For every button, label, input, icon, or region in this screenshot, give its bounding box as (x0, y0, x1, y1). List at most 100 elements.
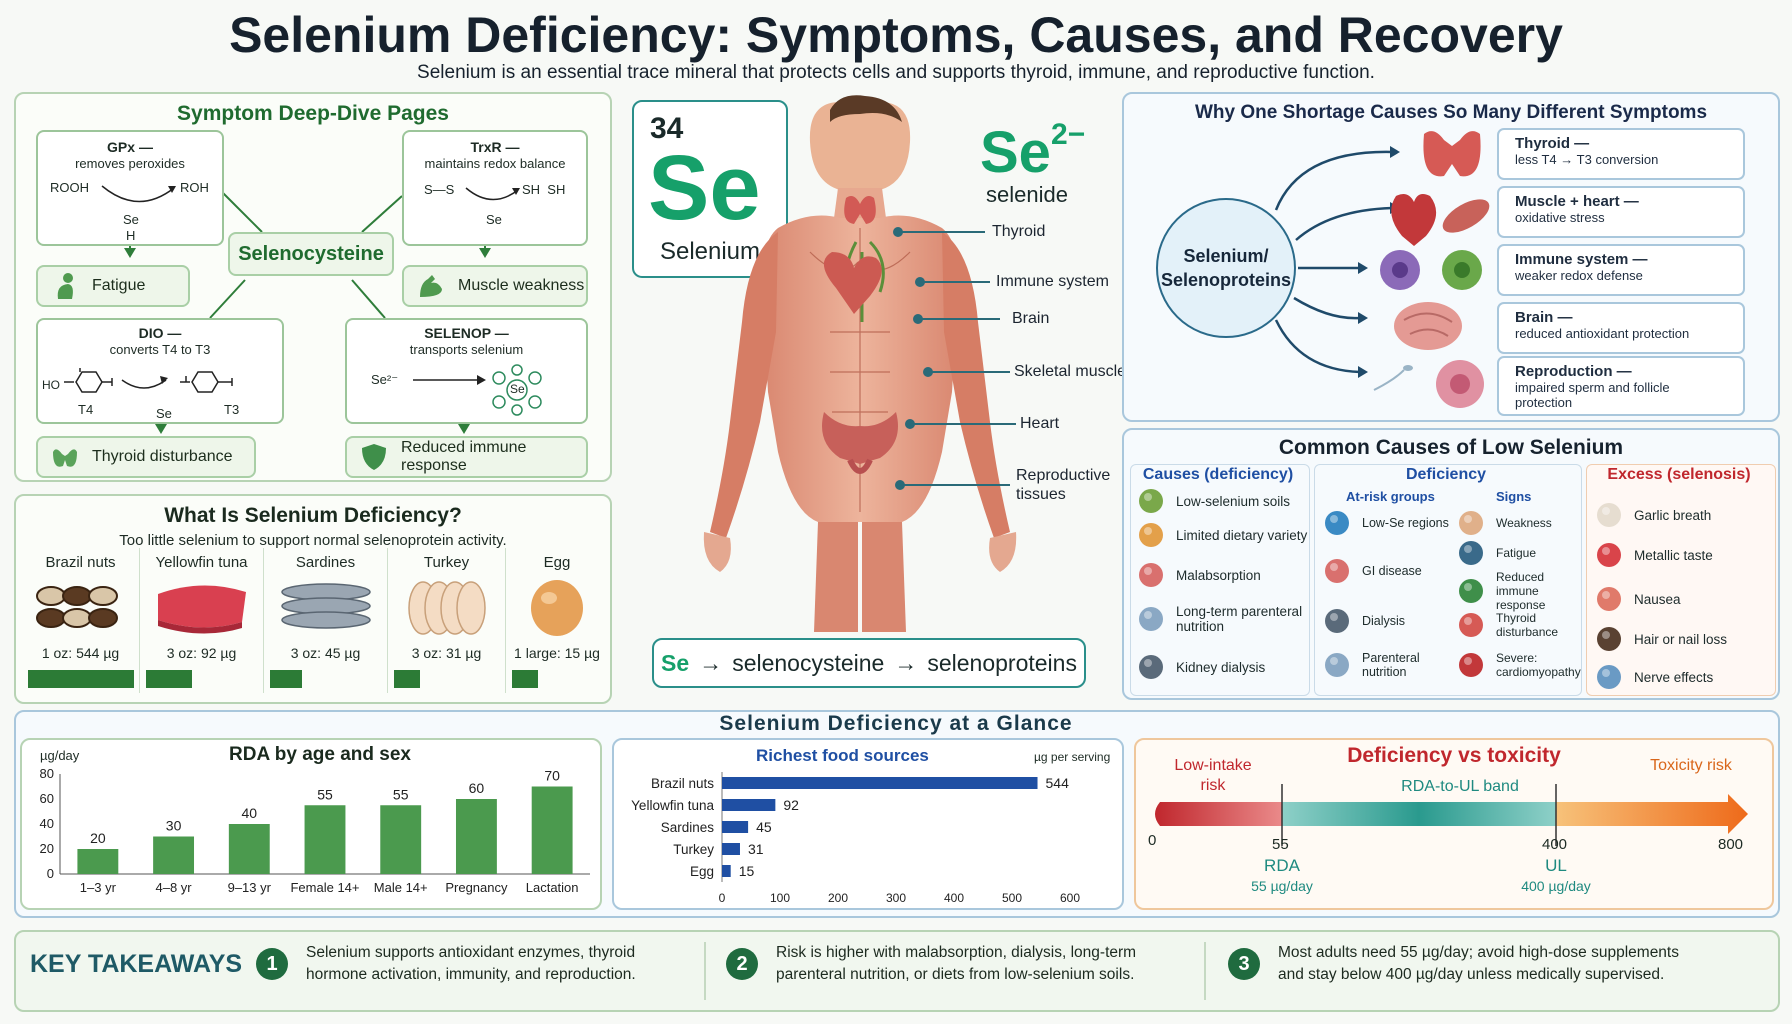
selenop-se: Se (510, 382, 525, 396)
rda-value-label: 60 (469, 780, 485, 796)
food-serving: 1 large: 15 µg (514, 645, 600, 661)
cause-row: Garlic breath (1594, 500, 1770, 530)
cause-row: Limited dietary variety (1136, 520, 1308, 550)
rda-category-label: 4–8 yr (156, 880, 193, 895)
food-value-label: 544 (1046, 775, 1070, 791)
rda-category-label: Pregnancy (445, 880, 508, 895)
why-item-title: Immune system — (1515, 251, 1648, 268)
element-symbol: Se (648, 137, 761, 239)
food-bar (512, 670, 538, 688)
arm-icon (1459, 511, 1483, 535)
cause-row: Thyroid disturbance (1456, 610, 1580, 640)
dialysis-icon (1139, 655, 1163, 679)
food-category-label: Egg (690, 864, 714, 879)
gpx-se: Se (123, 212, 139, 227)
tag-muscle-weakness[interactable]: Muscle weakness (402, 265, 588, 307)
atomic-number: 34 (650, 112, 684, 145)
takeaway-3: 3 Most adults need 55 µg/day; avoid high… (1228, 942, 1688, 986)
tag-reduced-immune[interactable]: Reduced immune response (345, 436, 588, 478)
selenocysteine-node[interactable]: Selenocysteine (228, 232, 394, 276)
food-x-tick: 100 (770, 891, 790, 905)
food-serving: 1 oz: 544 µg (41, 645, 120, 661)
food-x-tick: 200 (828, 891, 848, 905)
food-category-label: Yellowfin tuna (631, 798, 714, 813)
tag-thyroid-disturbance[interactable]: Thyroid disturbance (36, 436, 256, 478)
shield-icon (362, 444, 386, 470)
thyroid-icon (53, 449, 77, 467)
cause-row: Kidney dialysis (1136, 652, 1308, 682)
food-bar (394, 670, 420, 688)
why-hub: Selenium/ Selenoproteins (1156, 198, 1296, 338)
causes-col1 (1130, 464, 1310, 696)
body-label-thyroid: Thyroid (992, 223, 1046, 240)
page-subtitle: Selenium is an essential trace mineral t… (417, 62, 1375, 83)
what-is-title: What Is Selenium Deficiency? (164, 504, 462, 527)
ion-symbol-text: Se (980, 120, 1051, 185)
gpx-right: ROH (180, 180, 209, 195)
element-tile: 34 Se Selenium (632, 100, 788, 278)
cause-row: Metallic taste (1594, 540, 1770, 570)
causes-col2-sub-b: Signs (1496, 489, 1532, 504)
why-item-desc: less T4 → T3 conversion (1515, 152, 1659, 167)
selenop-ion: Se²⁻ (371, 372, 399, 387)
food-name: Sardines (295, 554, 356, 571)
nerve-icon (1597, 665, 1621, 689)
food-bar (28, 670, 134, 688)
cause-text: Low-selenium soils (1176, 493, 1291, 509)
trxr-se: Se (486, 212, 502, 227)
cause-row: Low-selenium soils (1136, 486, 1308, 516)
heart-icon (1459, 653, 1483, 677)
gpx-card[interactable]: GPx — removes peroxides ROOH ROH Se H (36, 130, 224, 246)
what-is-desc: Too little selenium to support normal se… (119, 532, 507, 549)
selenop-desc: transports selenium (409, 342, 524, 357)
tox-tick-55: 55 (1272, 836, 1289, 853)
garlic-icon (1597, 503, 1621, 527)
rda-y-tick: 60 (40, 791, 54, 806)
why-item-desc: oxidative stress (1515, 210, 1605, 225)
food-value-label: 45 (756, 819, 772, 835)
ion-symbol: Se2− (980, 118, 1085, 186)
ion-name: selenide (986, 182, 1068, 207)
tag-fatigue[interactable]: Fatigue (36, 265, 190, 307)
dio-card[interactable]: DIO — converts T4 to T3 HO T4 Se T3 (36, 318, 284, 424)
trxr-left: S—S (424, 182, 455, 197)
rda-y-tick: 20 (40, 841, 54, 856)
food-category-label: Brazil nuts (651, 776, 714, 791)
takeaway-2-number: 2 (726, 948, 758, 980)
takeaway-3-number: 3 (1228, 948, 1260, 980)
dio-molecule-icon (64, 368, 233, 393)
takeaways-title: KEY TAKEAWAYS (30, 950, 243, 978)
cause-row: Nerve effects (1594, 662, 1770, 692)
dio-desc: converts T4 to T3 (109, 342, 211, 357)
rda-value-label: 30 (166, 818, 182, 834)
trxr-card[interactable]: TrxR — maintains redox balance S—S SH SH… (402, 130, 588, 246)
food-x-tick: 300 (886, 891, 906, 905)
food-x-tick: 400 (944, 891, 964, 905)
cause-text: Nerve effects (1634, 669, 1714, 685)
why-item-desc: impaired sperm and follicle protection (1515, 380, 1670, 410)
gpx-h: H (126, 228, 136, 243)
tag-immune-label: Reduced immune response (401, 439, 527, 474)
rda-category-label: 1–3 yr (80, 880, 117, 895)
flexed-arm-icon (420, 275, 442, 297)
why-item-1: Muscle + heart —oxidative stress (1497, 186, 1745, 238)
takeaway-1-number: 1 (256, 948, 288, 980)
cause-text: GI disease (1362, 564, 1422, 578)
why-item-title: Brain — (1515, 309, 1573, 326)
cause-row: Malabsorption (1136, 560, 1308, 590)
rda-y-tick: 80 (40, 766, 54, 781)
takeaway-1-text: Selenium supports antioxidant enzymes, t… (306, 944, 636, 983)
rda-bar (77, 849, 119, 874)
why-organ-icons (1373, 131, 1490, 408)
selenop-card[interactable]: SELENOP — transports selenium Se²⁻ Se (345, 318, 588, 424)
trxr-name: TrxR — (470, 139, 520, 155)
food-serving: 3 oz: 92 µg (166, 645, 237, 661)
causes-title: Common Causes of Low Selenium (1278, 436, 1624, 459)
why-item-0: Thyroid —less T4 → T3 conversion (1497, 128, 1745, 180)
rda-category-label: Male 14+ (374, 880, 428, 895)
